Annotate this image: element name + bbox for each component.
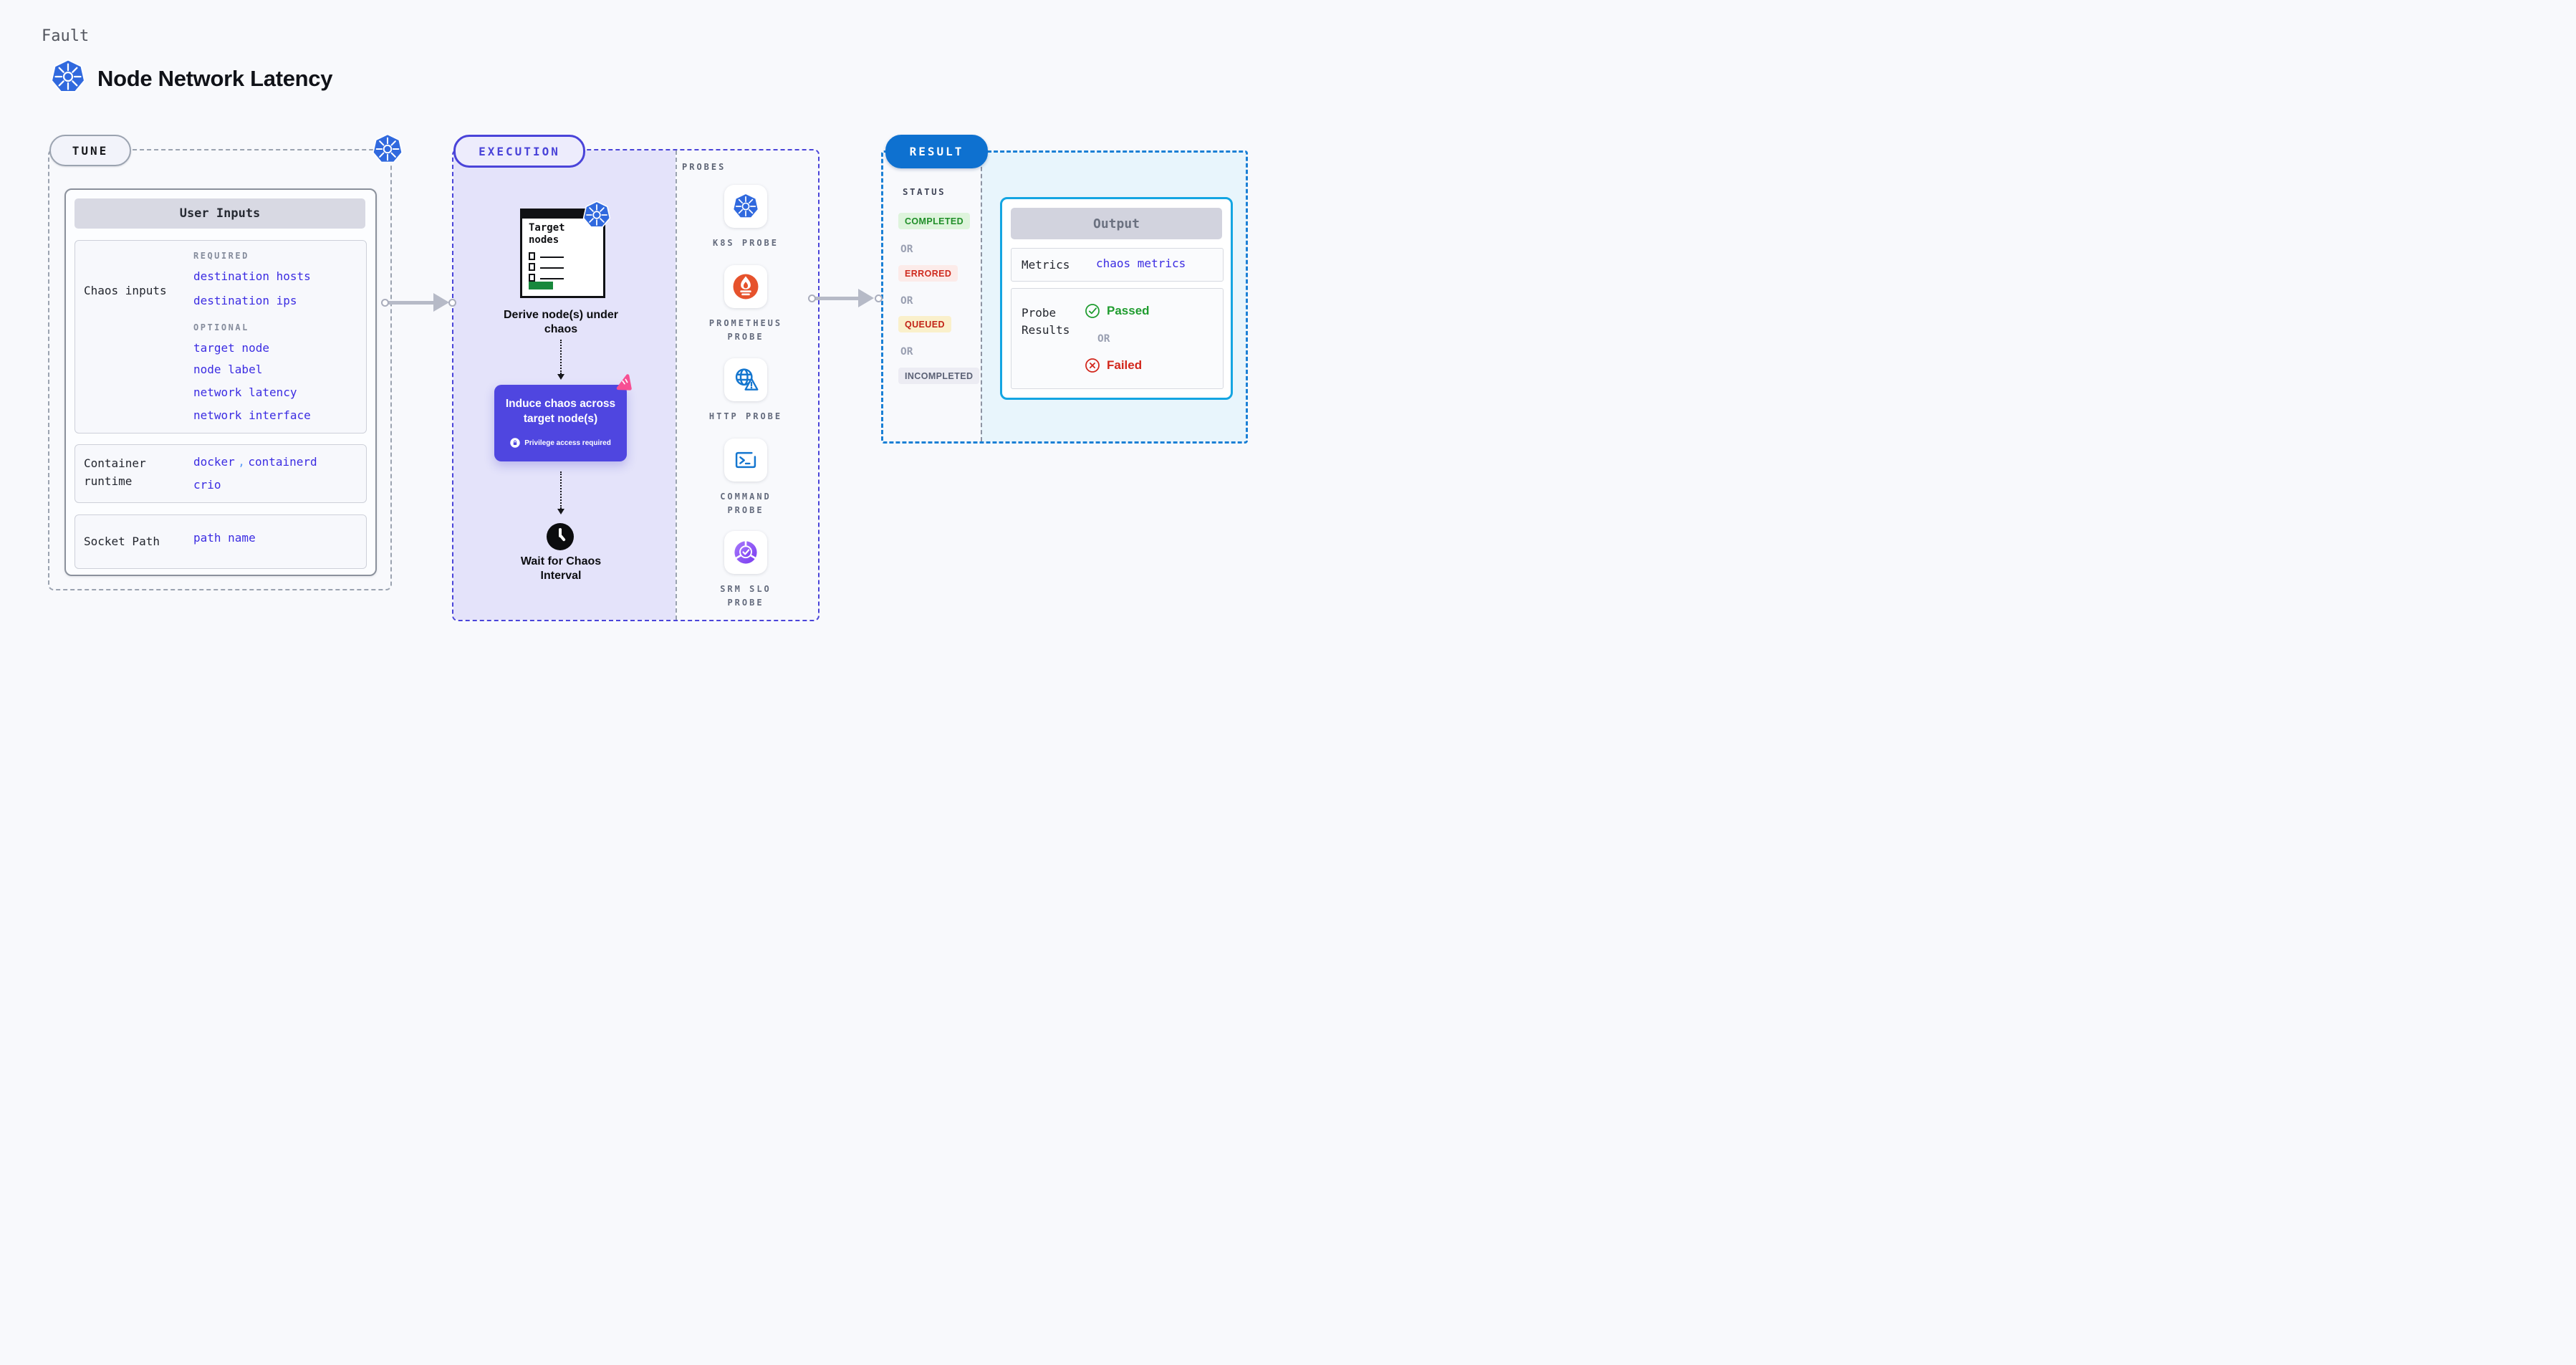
- passed-label: Passed: [1107, 304, 1150, 317]
- dotted-arrow-head: [557, 374, 564, 380]
- chaos-inputs-row: Chaos inputs REQUIRED destination hosts …: [75, 240, 367, 434]
- chaos-pink-icon: [613, 373, 633, 393]
- result-badge: RESULT: [885, 135, 988, 168]
- srm-slo-probe-card: [724, 531, 767, 574]
- required-heading: REQUIRED: [193, 251, 249, 261]
- clock-icon: [547, 523, 574, 550]
- tune-badge: TUNE: [49, 135, 131, 166]
- checkbox-row: [529, 272, 564, 285]
- tune-section-box: [48, 149, 392, 590]
- checkbox-row: [529, 251, 564, 264]
- dotted-arrow: [560, 340, 562, 374]
- target-nodes-card: Target nodes: [520, 209, 605, 298]
- status-badge-errored: ERRORED: [898, 265, 958, 282]
- k8s-probe-card: [724, 185, 767, 228]
- check-circle-icon: [1085, 303, 1100, 319]
- status-badge-completed: COMPLETED: [898, 213, 971, 229]
- link-node-label[interactable]: node label: [193, 363, 263, 376]
- link-destination-hosts[interactable]: destination hosts: [193, 269, 311, 283]
- command-probe-label: COMMAND PROBE: [720, 492, 772, 516]
- probes-heading: PROBES: [682, 162, 726, 172]
- k8s-probe-label: K8S PROBE: [712, 238, 779, 248]
- privilege-note: Privilege access required: [524, 439, 611, 447]
- or-separator: OR: [900, 346, 913, 358]
- http-probe-label: HTTP PROBE: [708, 411, 783, 421]
- chaos-inputs-label: Chaos inputs: [84, 284, 167, 297]
- probe-results-row: Probe Results Passed OR Failed: [1011, 288, 1224, 389]
- execution-badge: EXECUTION: [453, 135, 585, 168]
- connector-dot: [808, 294, 816, 302]
- derive-nodes-label: Derive node(s) under chaos: [503, 309, 619, 336]
- target-nodes-title: Target nodes: [529, 222, 565, 246]
- status-badge-incompleted: INCOMPLETED: [898, 368, 980, 384]
- arrow-tune-execution: [387, 301, 435, 305]
- link-containerd[interactable]: containerd: [248, 455, 317, 469]
- checkbox-row: [529, 262, 564, 274]
- container-runtime-label: Container runtime: [84, 456, 146, 488]
- user-inputs-card: User Inputs Chaos inputs REQUIRED destin…: [64, 188, 377, 576]
- status-heading: STATUS: [903, 186, 946, 197]
- container-runtime-row: Container runtime docker , containerd cr…: [75, 444, 367, 503]
- socket-path-label: Socket Path: [84, 535, 160, 548]
- lock-icon: [510, 438, 520, 448]
- probes-divider: [676, 150, 677, 620]
- or-separator: OR: [900, 244, 913, 255]
- failed-label: Failed: [1107, 358, 1143, 372]
- kubernetes-icon: [50, 59, 86, 95]
- output-card: Output Metrics chaos metrics Probe Resul…: [1000, 197, 1233, 400]
- connector-dot: [381, 299, 389, 307]
- link-target-node[interactable]: target node: [193, 341, 269, 355]
- or-separator: OR: [900, 295, 913, 307]
- wait-chaos-label: Wait for Chaos Interval: [520, 555, 602, 583]
- x-circle-icon: [1085, 358, 1100, 373]
- diagram-canvas: Fault Node Network Latency TUNE User Inp…: [0, 0, 1288, 682]
- slo-donut-check-icon: [732, 539, 759, 566]
- command-probe-card: [724, 439, 767, 482]
- dotted-arrow-head: [557, 509, 564, 514]
- connector-dot: [875, 294, 883, 302]
- link-network-interface[interactable]: network interface: [193, 408, 311, 422]
- status-divider: [981, 153, 982, 441]
- link-crio[interactable]: crio: [193, 478, 221, 492]
- dotted-arrow: [560, 471, 562, 509]
- connector-dot: [448, 299, 456, 307]
- prometheus-probe-label: PROMETHEUS PROBE: [708, 318, 783, 343]
- induce-chaos-card: Induce chaos across target node(s) Privi…: [494, 385, 627, 461]
- link-path-name[interactable]: path name: [193, 531, 256, 545]
- probe-results-label: Probe Results: [1022, 306, 1070, 337]
- kubernetes-icon: [732, 193, 759, 220]
- kubernetes-icon: [582, 201, 611, 229]
- http-globe-warning-icon: [732, 366, 759, 393]
- link-network-latency[interactable]: network latency: [193, 385, 297, 399]
- comma-separator: ,: [238, 455, 245, 469]
- status-badge-queued: QUEUED: [898, 316, 951, 332]
- terminal-icon: [732, 446, 759, 474]
- page-title: Node Network Latency: [97, 66, 333, 91]
- arrow-head: [433, 293, 449, 312]
- arrow-execution-result: [814, 297, 860, 300]
- induce-chaos-label: Induce chaos across target node(s): [505, 398, 616, 425]
- metrics-label: Metrics: [1022, 258, 1070, 272]
- metrics-row: Metrics chaos metrics: [1011, 248, 1224, 282]
- fault-kicker: Fault: [42, 27, 90, 45]
- kubernetes-icon: [372, 133, 403, 165]
- metrics-value[interactable]: chaos metrics: [1096, 257, 1186, 270]
- arrow-head: [858, 289, 874, 307]
- socket-path-row: Socket Path path name: [75, 514, 367, 569]
- prometheus-probe-card: [724, 265, 767, 308]
- srm-slo-probe-label: SRM SLO PROBE: [720, 584, 772, 608]
- prometheus-icon: [732, 273, 759, 300]
- link-destination-ips[interactable]: destination ips: [193, 294, 297, 307]
- output-header: Output: [1011, 208, 1222, 239]
- link-docker[interactable]: docker: [193, 455, 235, 469]
- http-probe-card: [724, 358, 767, 401]
- or-separator: OR: [1097, 333, 1110, 345]
- user-inputs-header: User Inputs: [75, 198, 365, 229]
- optional-heading: OPTIONAL: [193, 322, 249, 332]
- green-progress-bar: [529, 282, 553, 289]
